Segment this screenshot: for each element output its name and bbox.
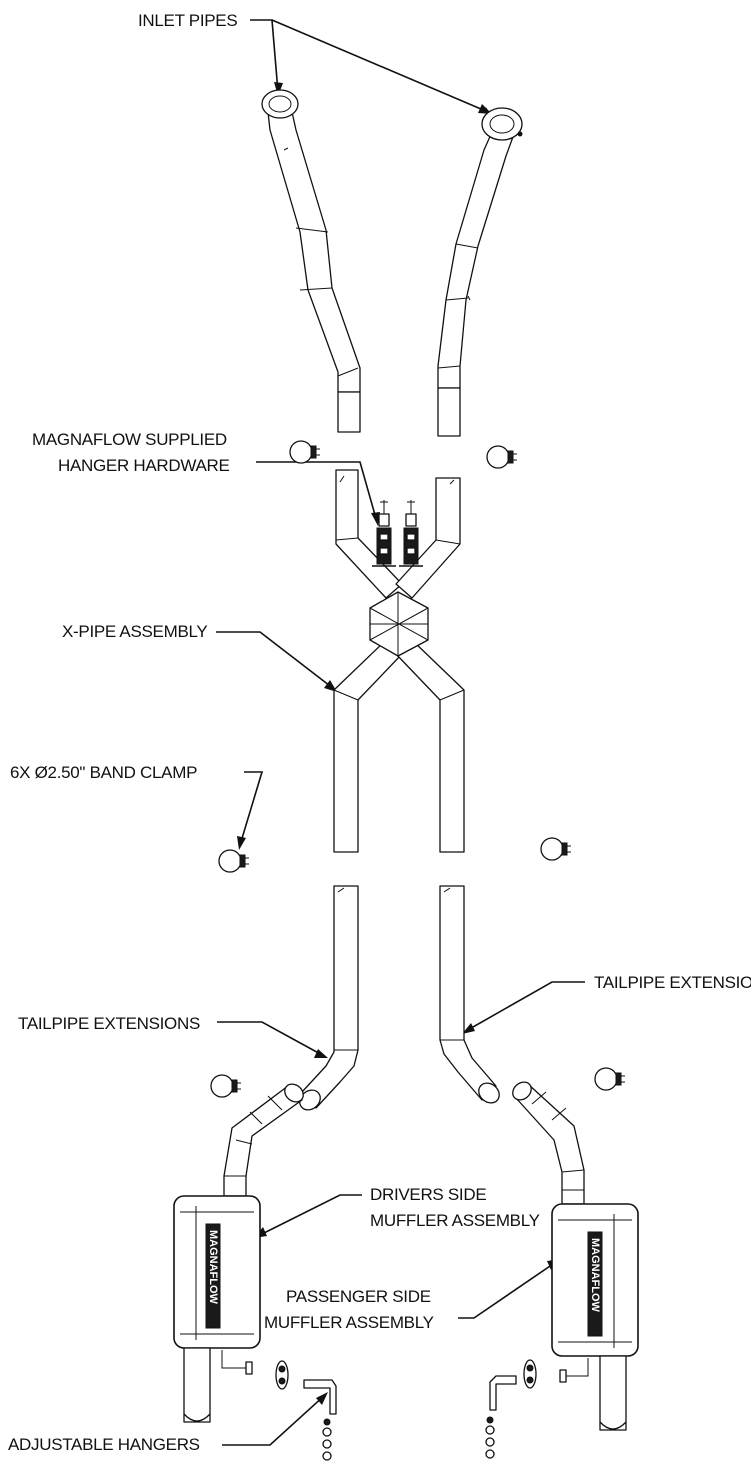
- label-drivers-muffler-line1: DRIVERS SIDE: [370, 1185, 486, 1204]
- label-tailpipe-extensions-left: TAILPIPE EXTENSIONS: [18, 1014, 200, 1033]
- label-drivers-muffler-line2: MUFFLER ASSEMBLY: [370, 1211, 540, 1230]
- label-hanger-hardware-line1: MAGNAFLOW SUPPLIED: [32, 430, 227, 449]
- band-clamp-4: [540, 837, 571, 861]
- label-inlet-pipes: INLET PIPES: [138, 11, 237, 30]
- drivers-muffler-logo: MAGNAFLOW: [207, 1230, 219, 1305]
- hanger-hardware-left: [372, 500, 396, 567]
- inlet-pipe-right: [437, 107, 523, 437]
- arrowheads: [237, 82, 560, 1405]
- band-clamp-3: [218, 849, 249, 873]
- label-adjustable-hangers: ADJUSTABLE HANGERS: [8, 1435, 200, 1454]
- label-tailpipe-extensions-right: TAILPIPE EXTENSIONS: [594, 973, 751, 992]
- adjustable-hanger-left: [275, 1360, 337, 1461]
- label-hanger-hardware-line2: HANGER HARDWARE: [58, 456, 230, 475]
- passenger-muffler-logo: MAGNAFLOW: [589, 1238, 601, 1313]
- band-clamp-1: [289, 440, 320, 464]
- band-clamp-2: [486, 445, 517, 469]
- band-clamp-5: [210, 1074, 241, 1098]
- tailpipe-extension-left: [299, 885, 359, 1111]
- leader-lines: [216, 19, 585, 1446]
- label-passenger-muffler-line1: PASSENGER SIDE: [286, 1287, 431, 1306]
- adjustable-hanger-right: [485, 1359, 537, 1459]
- drivers-muffler-assembly: MAGNAFLOW: [173, 1083, 304, 1423]
- x-pipe-assembly: [333, 469, 465, 853]
- passenger-muffler-assembly: MAGNAFLOW: [512, 1081, 639, 1431]
- tailpipe-extension-right: [439, 885, 500, 1104]
- inlet-pipe-left: [261, 89, 361, 433]
- label-x-pipe-assembly: X-PIPE ASSEMBLY: [62, 622, 207, 641]
- label-band-clamp: 6X Ø2.50" BAND CLAMP: [10, 763, 197, 782]
- hanger-hardware-right: [399, 500, 423, 567]
- band-clamp-6: [594, 1067, 625, 1091]
- label-passenger-muffler-line2: MUFFLER ASSEMBLY: [264, 1313, 434, 1332]
